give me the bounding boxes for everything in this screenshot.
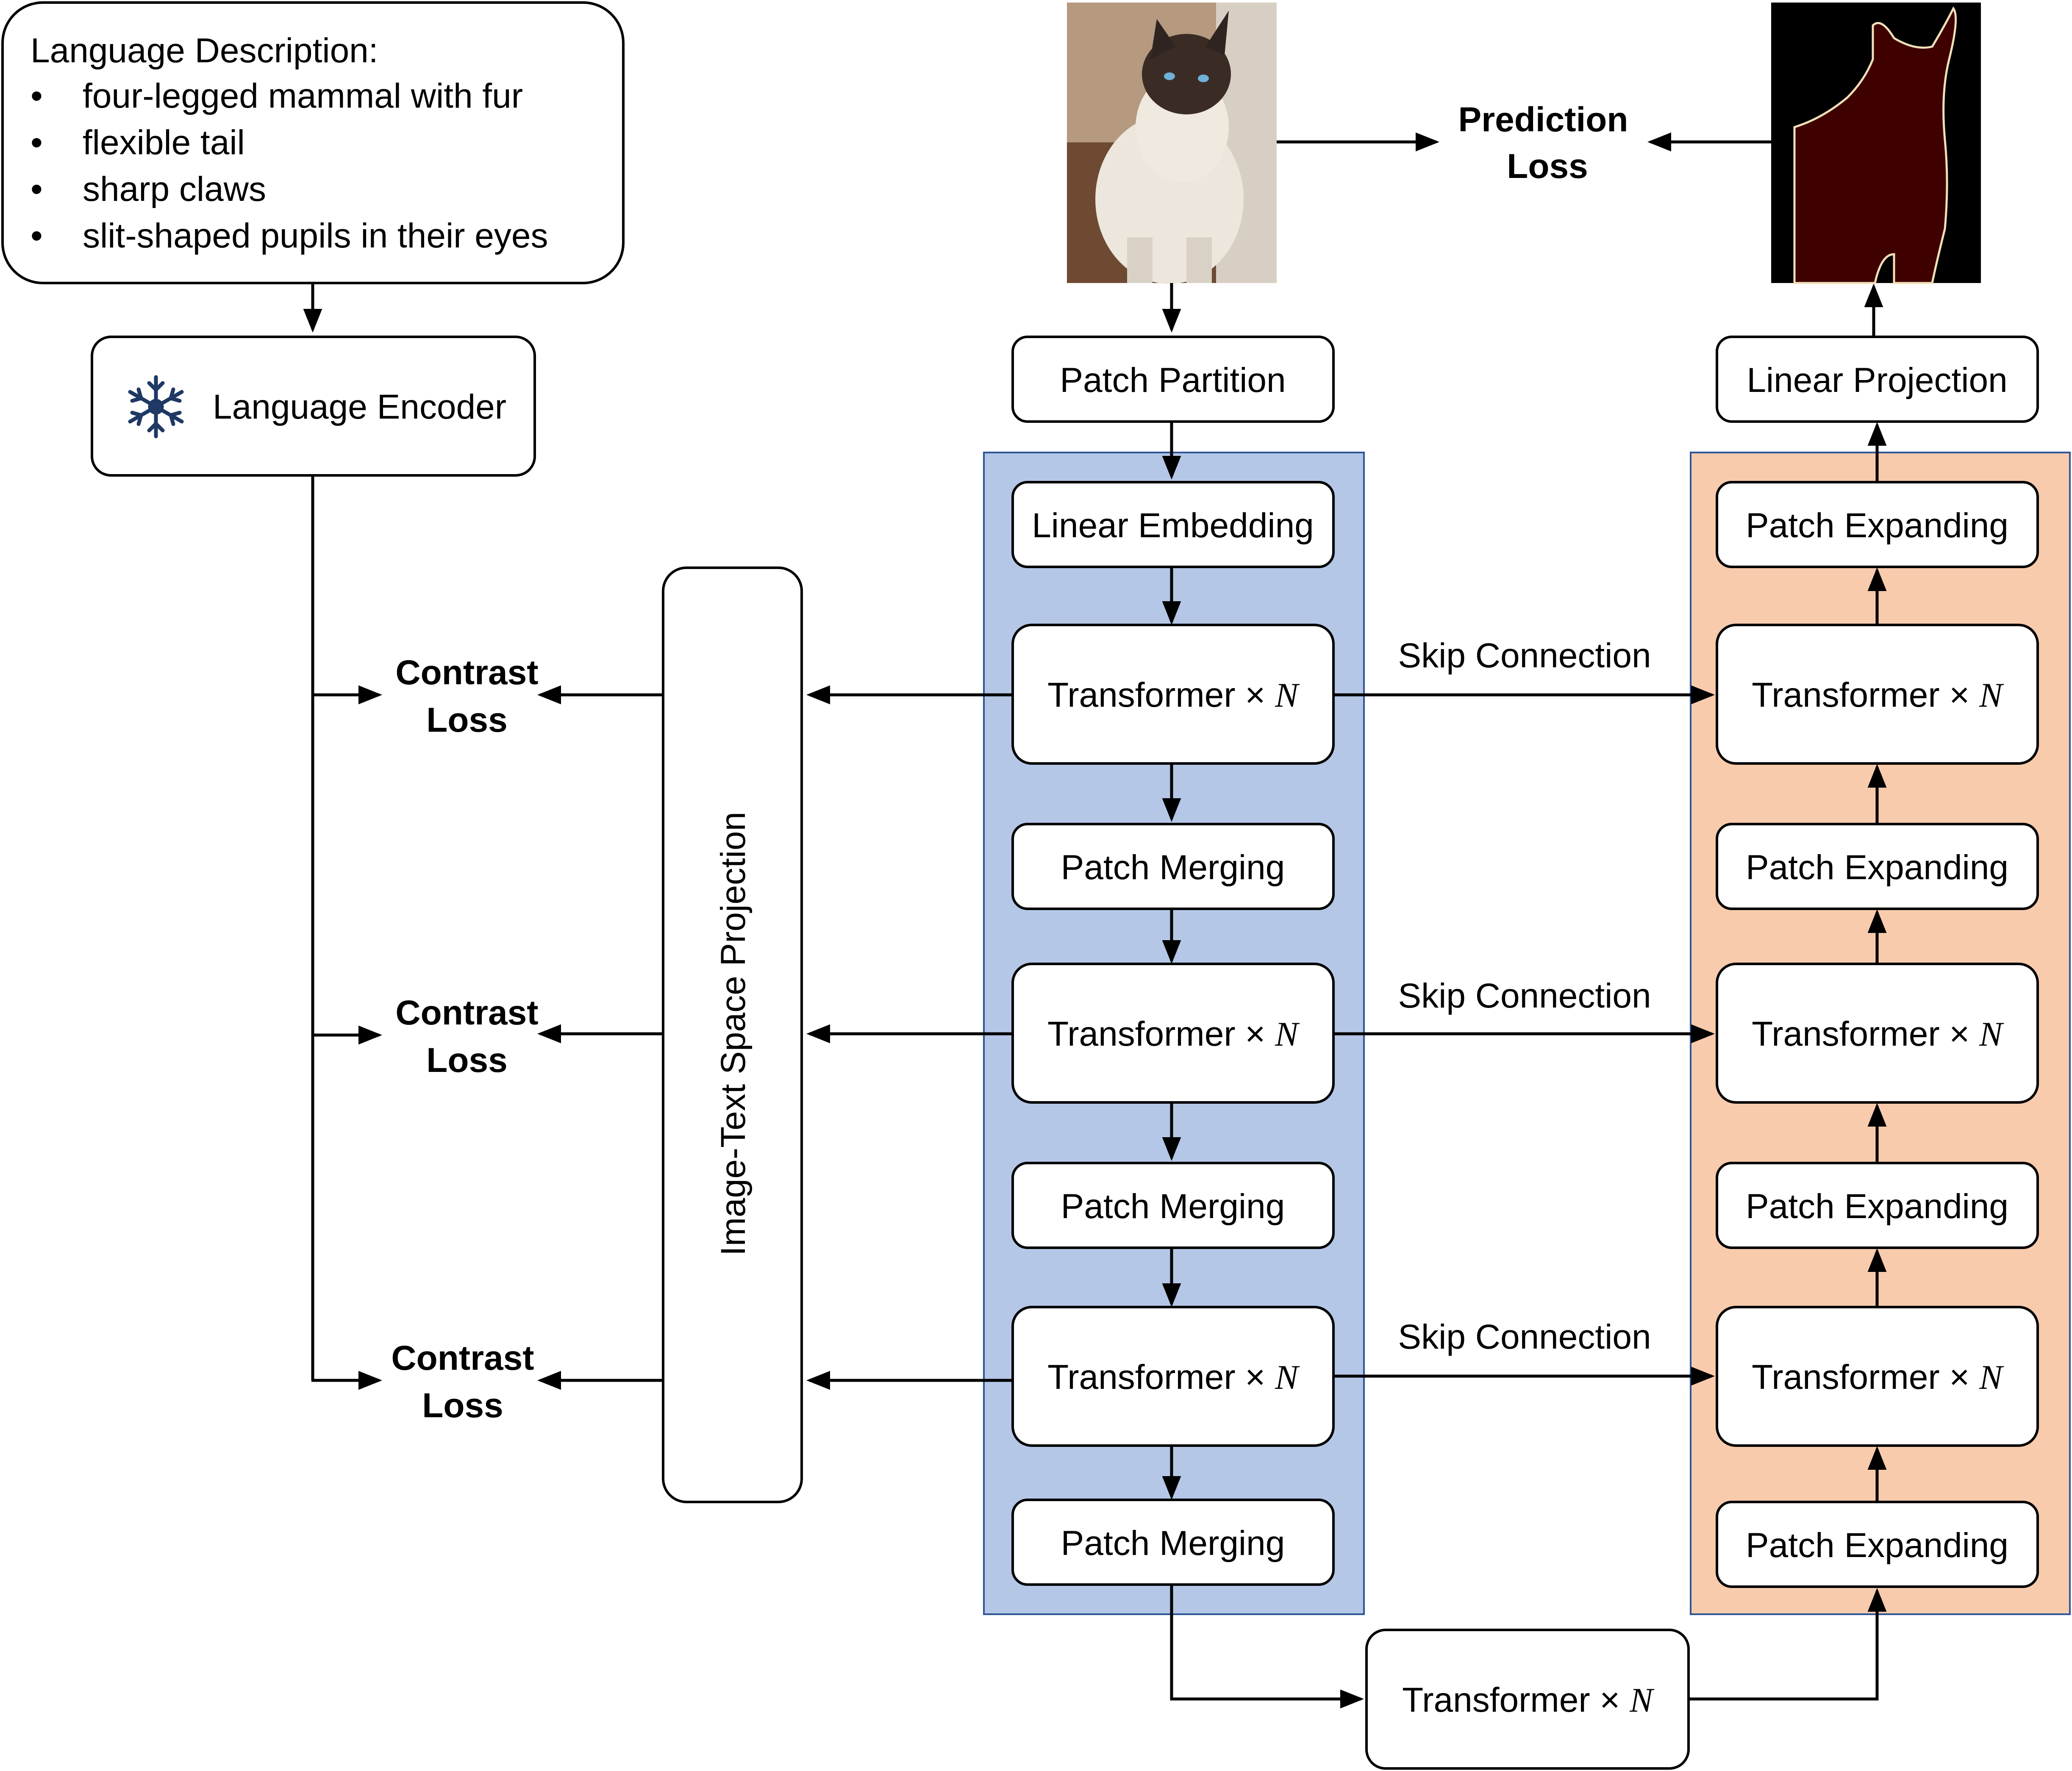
encoder-transformer-label: Transformer × N xyxy=(1047,676,1300,714)
patch-expanding-label: Patch Expanding xyxy=(1746,1526,2008,1565)
language-encoder-label: Language Encoder xyxy=(213,388,506,426)
skip-connection-label: Skip Connection xyxy=(1398,1318,1651,1356)
bottleneck-transformer-label: Transformer × N xyxy=(1402,1681,1655,1719)
contrast-loss-label: Contrast xyxy=(395,653,538,692)
decoder-transformer-label: Transformer × N xyxy=(1752,676,2004,714)
bullet-dot: • xyxy=(31,77,43,115)
encoder-transformer-label: Transformer × N xyxy=(1047,1358,1300,1396)
image-text-projection-box xyxy=(662,566,803,1503)
linear-embedding-label: Linear Embedding xyxy=(1032,506,1314,545)
contrast-loss-label: Loss xyxy=(426,701,507,739)
decoder-transformer-label: Transformer × N xyxy=(1752,1015,2004,1053)
skip-connection-label: Skip Connection xyxy=(1398,977,1651,1015)
encoder-to-bottleneck-arrow xyxy=(1170,1585,1364,1709)
linear-projection-label: Linear Projection xyxy=(1747,361,2007,400)
bullet-dot: • xyxy=(31,217,43,255)
language-description-heading: Language Description: xyxy=(31,31,378,70)
input-cat-image xyxy=(1067,3,1277,284)
description-bullet: slit-shaped pupils in their eyes xyxy=(83,217,548,255)
patch-expanding-label: Patch Expanding xyxy=(1746,506,2008,545)
patch-merging-label: Patch Merging xyxy=(1061,1187,1285,1226)
bullet-dot: • xyxy=(31,170,43,208)
snowflake-icon xyxy=(128,375,184,439)
description-bullet: sharp claws xyxy=(83,170,266,208)
patch-merging-label: Patch Merging xyxy=(1061,848,1285,887)
bullet-dot: • xyxy=(31,123,43,162)
image-text-projection-label: Image-Text Space Projection xyxy=(714,812,753,1256)
description-bullet: flexible tail xyxy=(83,123,245,162)
patch-expanding-label: Patch Expanding xyxy=(1746,848,2008,887)
contrast-loss-label: Contrast xyxy=(395,994,538,1032)
linear-projection-box xyxy=(1716,336,2039,423)
skip-connection-label: Skip Connection xyxy=(1398,636,1651,675)
patch-expanding-label: Patch Expanding xyxy=(1746,1187,2008,1226)
contrast-loss-label: Loss xyxy=(422,1386,503,1425)
predicted-mask-image xyxy=(1771,3,1981,284)
bottleneck-to-decoder-arrow xyxy=(1689,1588,1887,1701)
description-bullet: four-legged mammal with fur xyxy=(83,77,523,115)
patch-merging-label: Patch Merging xyxy=(1061,1524,1285,1563)
prediction-loss-label: Loss xyxy=(1507,147,1588,186)
decoder-transformer-label: Transformer × N xyxy=(1752,1358,2004,1396)
encoder-transformer-label: Transformer × N xyxy=(1047,1015,1300,1053)
prediction-loss-label: Prediction xyxy=(1458,100,1628,139)
patch-partition-label: Patch Partition xyxy=(1060,361,1286,400)
contrast-loss-label: Contrast xyxy=(391,1339,534,1377)
contrast-loss-label: Loss xyxy=(426,1041,507,1080)
